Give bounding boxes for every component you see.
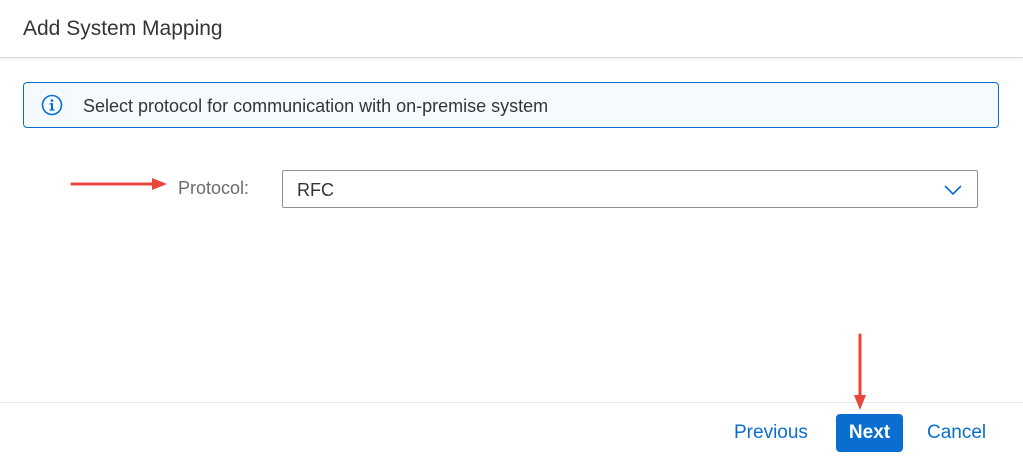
cancel-button[interactable]: Cancel <box>927 422 987 443</box>
next-button[interactable]: Next <box>836 414 903 452</box>
previous-button[interactable]: Previous <box>734 422 808 443</box>
info-icon <box>41 94 63 116</box>
info-message-strip: Select protocol for communication with o… <box>23 82 999 128</box>
protocol-select-value: RFC <box>297 180 334 200</box>
protocol-select[interactable]: RFC <box>282 170 978 208</box>
info-message-text: Select protocol for communication with o… <box>83 96 549 116</box>
dialog-footer: Previous Next Cancel <box>0 402 1023 458</box>
annotation-arrow-right-icon <box>70 178 167 190</box>
protocol-label: Protocol: <box>178 178 250 198</box>
dialog-header: Add System Mapping <box>0 0 1023 58</box>
chevron-down-icon[interactable] <box>943 183 963 197</box>
annotation-arrow-down-icon <box>854 333 866 410</box>
dialog-title: Add System Mapping <box>23 17 223 40</box>
